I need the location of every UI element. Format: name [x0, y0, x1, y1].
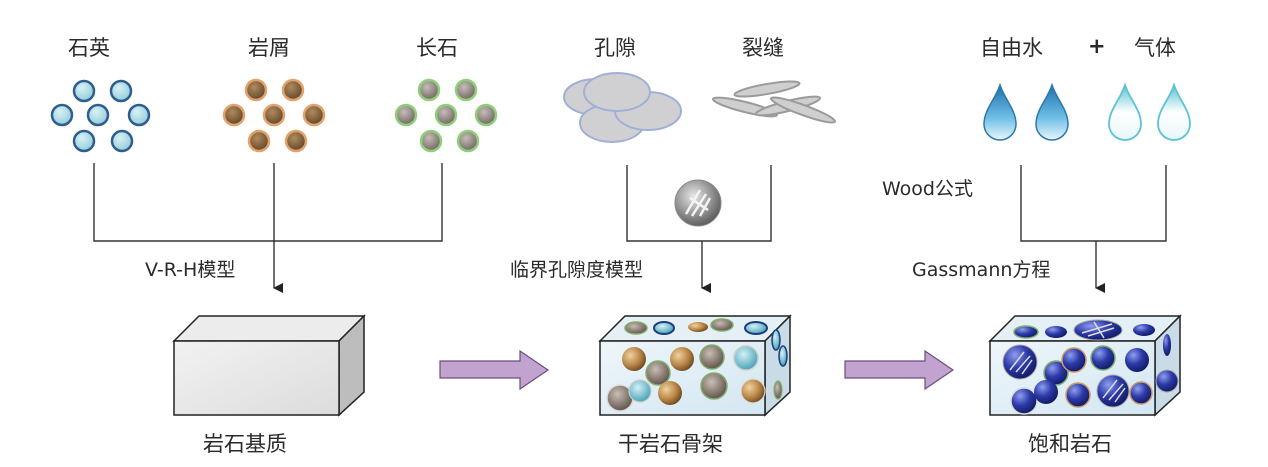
- feldspar-grain: [394, 103, 418, 127]
- quartz-grain: [109, 79, 133, 103]
- quartz-grains-icon: [50, 79, 151, 153]
- quartz-grain: [72, 79, 96, 103]
- fluid-bracket: [1020, 165, 1167, 242]
- label-fractures: 裂缝: [742, 36, 784, 60]
- water-drop-icon: [983, 82, 1017, 141]
- connector-lines: [93, 163, 1167, 293]
- label-quartz: 石英: [68, 36, 110, 60]
- cracked-inclusion-icon: [674, 179, 722, 227]
- saturated-rock-block-icon: [988, 314, 1182, 417]
- label-saturated-rock: 饱和岩石: [1028, 432, 1112, 456]
- label-gas: 气体: [1134, 36, 1176, 60]
- gas-drop-icon: [1108, 82, 1142, 141]
- debris-grain: [281, 78, 305, 102]
- label-rock-matrix: 岩石基质: [203, 432, 287, 456]
- feldspar-grain: [434, 103, 458, 127]
- pores-icon: [563, 72, 682, 143]
- quartz-grain: [50, 103, 74, 127]
- feldspar-grains-icon: [394, 78, 498, 153]
- quartz-grain: [86, 103, 110, 127]
- quartz-grain: [72, 129, 96, 153]
- label-vrh-model: V-R-H模型: [145, 259, 236, 281]
- label-feldspar: 长石: [416, 36, 458, 60]
- feldspar-grain: [474, 103, 498, 127]
- debris-grain: [247, 129, 271, 153]
- transition-arrow-icon: [844, 349, 955, 391]
- mineral-bracket: [93, 163, 443, 242]
- label-pores: 孔隙: [594, 36, 636, 60]
- gas-drop-icon: [1157, 82, 1191, 141]
- fractures-icon: [711, 80, 836, 124]
- feldspar-grain: [454, 78, 478, 102]
- label-dry-rock-frame: 干岩石骨架: [618, 432, 723, 456]
- rock-debris-grains-icon: [222, 78, 326, 153]
- debris-grain: [222, 103, 246, 127]
- dry-rock-frame-block-icon: [598, 314, 792, 417]
- label-free-water: 自由水: [980, 36, 1043, 60]
- debris-grain: [262, 103, 286, 127]
- transition-arrow-icon: [439, 349, 550, 391]
- label-wood-formula: Wood公式: [882, 178, 973, 200]
- gas-drops-icon: [1108, 82, 1191, 141]
- feldspar-grain: [417, 78, 441, 102]
- feldspar-grain: [456, 129, 480, 153]
- free-water-drops-icon: [983, 82, 1069, 141]
- water-drop-icon: [1035, 82, 1069, 141]
- debris-grain: [284, 129, 308, 153]
- label-plus: +: [1088, 34, 1106, 58]
- debris-grain: [244, 78, 268, 102]
- rock-matrix-block-icon: [172, 314, 366, 417]
- quartz-grain: [110, 129, 134, 153]
- debris-grain: [302, 103, 326, 127]
- label-rock-debris: 岩屑: [248, 36, 290, 60]
- quartz-grain: [127, 103, 151, 127]
- pore-bracket: [626, 165, 772, 242]
- feldspar-grain: [419, 129, 443, 153]
- label-critical-porosity-model: 临界孔隙度模型: [510, 259, 644, 281]
- label-gassmann-equation: Gassmann方程: [912, 259, 1051, 281]
